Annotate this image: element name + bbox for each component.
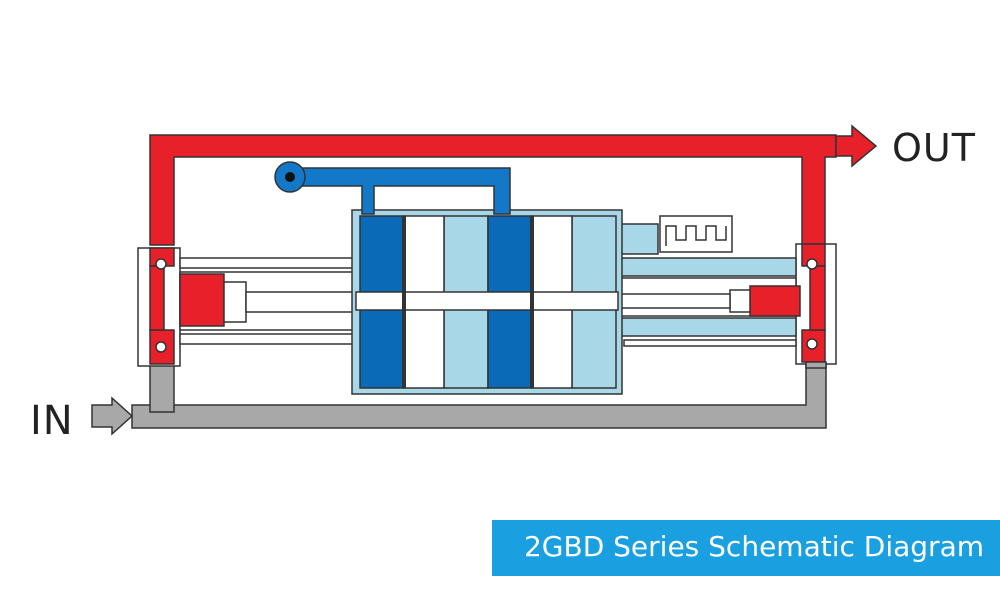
inlet-arrow — [91, 396, 134, 436]
right-hp-cylinder — [619, 223, 801, 347]
left-valve-block — [137, 247, 181, 367]
inlet-label: IN — [30, 398, 74, 444]
drive-cylinder — [351, 209, 623, 395]
left-hp-cylinder — [179, 257, 357, 345]
right-valve-block — [795, 243, 837, 369]
outlet-label: OUT — [892, 126, 976, 170]
caption-banner: 2GBD Series Schematic Diagram — [492, 520, 1000, 576]
outlet-arrow — [835, 124, 878, 168]
pilot-air-line — [274, 161, 511, 215]
caption-text: 2GBD Series Schematic Diagram — [523, 530, 984, 563]
exhaust-muffler — [659, 215, 733, 253]
